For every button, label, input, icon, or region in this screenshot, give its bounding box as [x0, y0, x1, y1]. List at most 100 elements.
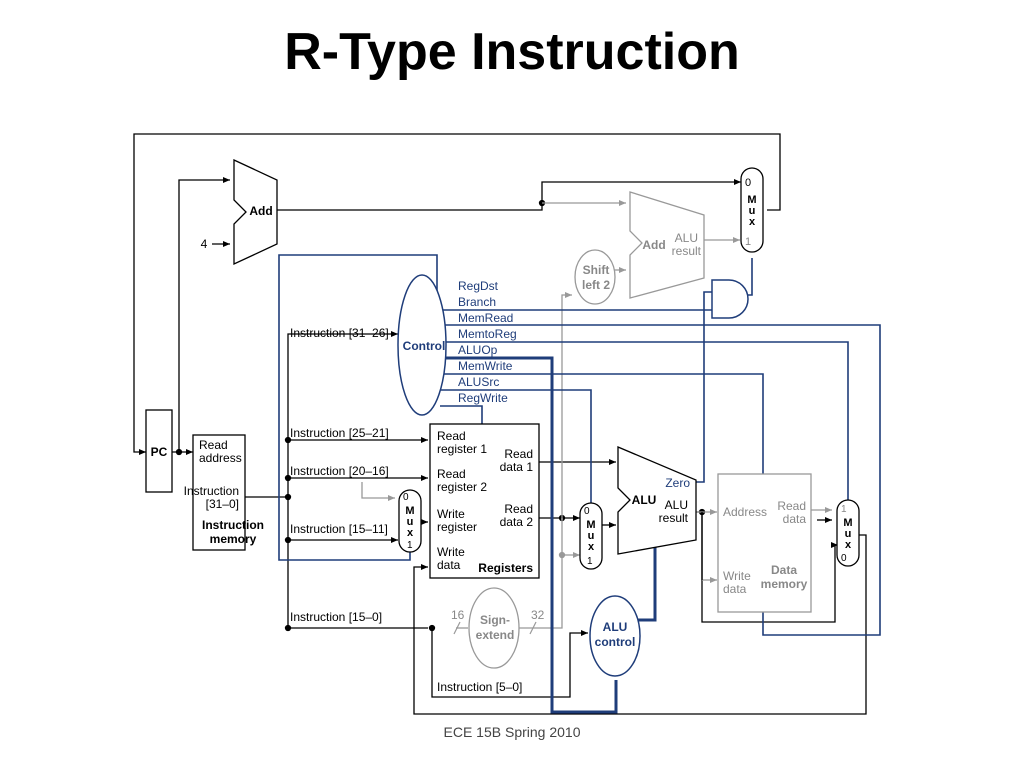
instruction-field-labels: Instruction [31–26] Instruction [25–21] …: [290, 326, 522, 694]
field-25-21: Instruction [25–21]: [290, 426, 389, 440]
svg-text:16: 16: [451, 608, 465, 622]
svg-text:Write: Write: [437, 507, 465, 521]
svg-text:result: result: [672, 244, 702, 258]
signal-branch: Branch: [458, 295, 496, 309]
svg-text:result: result: [659, 511, 689, 525]
svg-text:1: 1: [587, 556, 593, 567]
pc-adder: Add: [233, 158, 278, 266]
svg-text:Read: Read: [437, 429, 466, 443]
svg-text:32: 32: [531, 608, 545, 622]
svg-text:data: data: [783, 512, 807, 526]
imem-instr-label: Instruction: [184, 484, 239, 498]
svg-text:u: u: [845, 528, 852, 540]
svg-text:Sign-: Sign-: [480, 613, 510, 627]
signal-alusrc: ALUSrc: [458, 375, 499, 389]
alusrc-mux: 0 M u x 1: [579, 502, 603, 570]
pc-to-adder-wire: [178, 177, 230, 452]
inactive-wires: [361, 200, 832, 629]
svg-text:M: M: [747, 194, 756, 206]
pc-register: PC: [145, 409, 173, 493]
svg-text:Add: Add: [642, 238, 665, 252]
svg-text:x: x: [749, 216, 756, 228]
writeback-wire: [413, 534, 867, 715]
rt-to-mux: [361, 482, 395, 501]
pc-source-mux: 0 M u x 1: [740, 167, 764, 253]
svg-text:0: 0: [584, 506, 590, 517]
control-signal-labels: RegDst Branch MemRead MemtoReg ALUOp Mem…: [458, 279, 517, 405]
instr-bus-31-26: [245, 331, 398, 498]
svg-text:memory: memory: [761, 577, 808, 591]
svg-text:ALU: ALU: [603, 620, 628, 634]
field-15-0: Instruction [15–0]: [290, 610, 382, 624]
svg-text:data: data: [723, 582, 747, 596]
svg-text:Read: Read: [504, 447, 533, 461]
register-file: Read register 1 Read register 2 Write re…: [429, 423, 540, 579]
svg-text:control: control: [595, 635, 636, 649]
svg-text:Read: Read: [437, 467, 466, 481]
instruction-memory: Read address Instruction [31–0] Instruct…: [184, 434, 264, 551]
alu-zero-label: Zero: [665, 476, 690, 490]
svg-text:register: register: [437, 520, 477, 534]
svg-text:Registers: Registers: [478, 561, 533, 575]
svg-text:x: x: [845, 539, 852, 551]
branch-adder: Add ALU result: [629, 191, 705, 299]
svg-text:Read: Read: [777, 499, 806, 513]
svg-text:1: 1: [407, 540, 413, 551]
field-31-26: Instruction [31–26]: [290, 326, 389, 340]
memtoreg-mux: 1 M u x 0: [836, 499, 860, 567]
regdst-mux: 0 M u x 1: [398, 489, 422, 553]
svg-text:register 1: register 1: [437, 442, 487, 456]
imem-address-label: address: [199, 451, 242, 465]
svg-text:x: x: [407, 527, 414, 539]
signal-memread: MemRead: [458, 311, 513, 325]
control-wires: [278, 254, 881, 636]
sext-to-shift: [519, 292, 572, 629]
svg-text:0: 0: [745, 177, 751, 189]
slide-title: R-Type Instruction: [284, 23, 740, 81]
svg-text:u: u: [407, 516, 414, 528]
slide-footer: ECE 15B Spring 2010: [443, 724, 581, 740]
svg-text:1: 1: [841, 504, 847, 515]
svg-text:0: 0: [403, 492, 409, 503]
alu-control-out: [638, 540, 657, 622]
signal-aluop: ALUOp: [458, 343, 498, 357]
svg-text:M: M: [405, 505, 414, 517]
signal-memwrite: MemWrite: [458, 359, 513, 373]
svg-text:data: data: [437, 558, 461, 572]
bus-width-marks: [453, 621, 537, 635]
branch-and-gate: [711, 279, 749, 319]
svg-text:Write: Write: [723, 569, 751, 583]
data-memory: Address Read data Write data Data memory: [717, 473, 812, 613]
alu-label: ALU: [632, 493, 657, 507]
svg-text:data 2: data 2: [500, 515, 534, 529]
svg-text:register 2: register 2: [437, 480, 487, 494]
svg-text:Write: Write: [437, 545, 465, 559]
const-four-label: 4: [201, 237, 208, 251]
svg-text:M: M: [586, 519, 595, 531]
shift-left-unit: Shift left 2: [574, 249, 616, 305]
control-unit: Control: [397, 274, 447, 416]
svg-text:left 2: left 2: [582, 278, 610, 292]
field-5-0: Instruction [5–0]: [437, 680, 522, 694]
svg-text:data 1: data 1: [500, 460, 534, 474]
field-15-11: Instruction [15–11]: [290, 522, 388, 536]
svg-text:Data: Data: [771, 563, 797, 577]
svg-text:ALU: ALU: [665, 498, 688, 512]
imem-name-1: Instruction: [202, 518, 264, 532]
svg-text:Address: Address: [723, 505, 767, 519]
svg-text:Shift: Shift: [583, 263, 610, 277]
svg-text:u: u: [749, 205, 756, 217]
svg-text:Read: Read: [504, 502, 533, 516]
imem-bits-label: [31–0]: [206, 497, 239, 511]
aluop-wire: [440, 356, 618, 714]
svg-text:ALU: ALU: [675, 231, 698, 245]
adder-label: Add: [249, 204, 272, 218]
alu: ALU Zero ALU result: [617, 446, 697, 555]
svg-text:1: 1: [745, 236, 751, 248]
svg-text:M: M: [843, 517, 852, 529]
svg-text:u: u: [588, 530, 595, 542]
field-20-16: Instruction [20–16]: [290, 464, 389, 478]
signal-regdst: RegDst: [458, 279, 499, 293]
svg-text:x: x: [588, 541, 595, 553]
